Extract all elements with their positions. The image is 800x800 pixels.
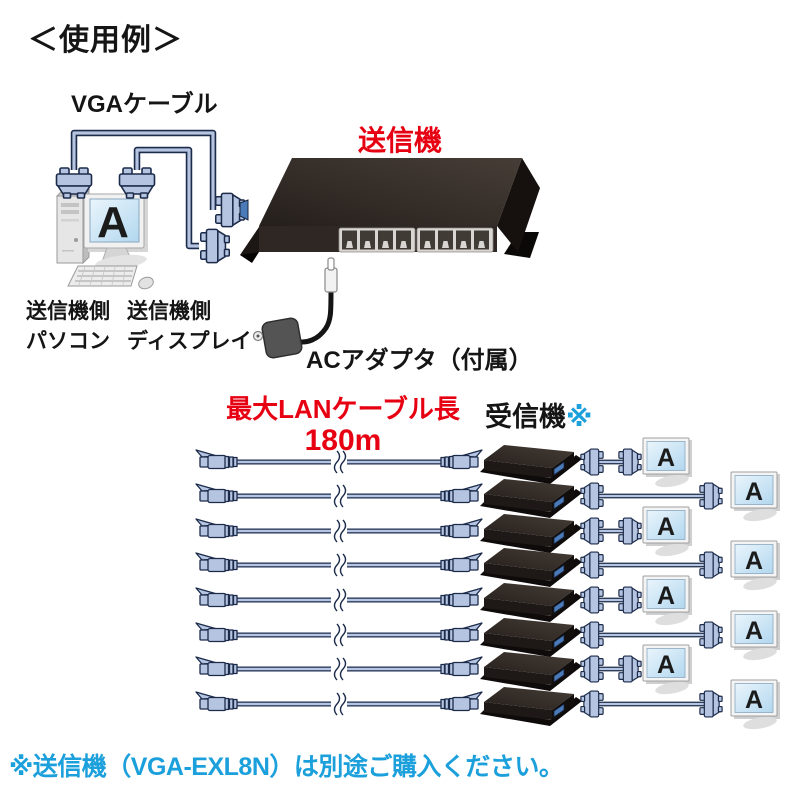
- caption-line: 送信機側: [26, 300, 110, 323]
- lan-cable: [196, 657, 482, 680]
- receiver-stack: [479, 444, 583, 727]
- receiver-device: [479, 478, 583, 519]
- vga-patch-cable: [581, 587, 641, 613]
- caption-line: 送信機側: [127, 300, 211, 323]
- vga-patch-cable: [581, 622, 722, 648]
- receiver-device: [479, 617, 583, 658]
- receiver-device: [479, 686, 583, 727]
- transmitter-display-caption: 送信機側 ディスプレイ: [127, 297, 252, 357]
- transmitter-pc-caption: 送信機側 パソコン: [26, 297, 110, 357]
- lan-cable: [196, 519, 482, 542]
- ac-adapter-label: ACアダプタ（付属）: [306, 347, 533, 374]
- caption-line: パソコン: [26, 330, 110, 353]
- vga-patch-cable: [581, 656, 641, 682]
- transmitter-pc: A: [55, 188, 154, 290]
- lan-length-line1: 最大LANケーブル長: [226, 394, 460, 424]
- lan-cable: [196, 553, 482, 576]
- receiver-device: [479, 651, 583, 692]
- lan-length-label: 最大LANケーブル長 180m: [212, 394, 474, 456]
- pc-screen-letter: A: [97, 198, 129, 247]
- transmitter-device: [239, 158, 540, 263]
- vga-patch-cable: [581, 483, 722, 509]
- receiver-monitors: [642, 437, 781, 732]
- caption-line: ディスプレイ: [127, 330, 252, 353]
- monitor: [642, 506, 693, 559]
- lan-cable: [196, 588, 482, 611]
- monitor: [730, 610, 781, 663]
- monitor: [730, 540, 781, 593]
- vga-cables: [70, 129, 217, 250]
- page-title: ＜使用例＞: [28, 24, 183, 57]
- monitor: [730, 679, 781, 732]
- lan-cable: [196, 692, 482, 715]
- vga-connector-icon: [199, 228, 231, 264]
- monitor: [642, 575, 693, 628]
- monitor: [730, 471, 781, 524]
- receiver-footnote-mark: ※: [566, 402, 593, 432]
- ac-adapter: [252, 257, 338, 359]
- vga-patch-cable: [581, 449, 641, 475]
- footnote: ※送信機（VGA-EXL8N）は別途ご購入ください。: [9, 753, 564, 781]
- rj45-port-bank: [416, 227, 494, 253]
- receiver-device: [479, 582, 583, 623]
- vga-patch-cable: [581, 518, 641, 544]
- vga-patch-cable: [581, 552, 722, 578]
- lan-cables: [196, 450, 482, 715]
- transmitter-label: 送信機: [358, 125, 443, 156]
- lan-cable: [196, 623, 482, 646]
- lan-length-line2: 180m: [304, 424, 382, 457]
- rj45-port-bank: [338, 227, 416, 253]
- vga-connector-icon: [55, 167, 93, 199]
- lan-cable: [196, 484, 482, 507]
- receiver-device: [479, 444, 583, 485]
- receiver-label-text: 受信機: [485, 402, 566, 432]
- receiver-device: [479, 513, 583, 554]
- monitor: [642, 437, 693, 490]
- vga-cable-label: VGAケーブル: [71, 91, 218, 118]
- receiver-device: [479, 547, 583, 588]
- receiver-label: 受信機※: [485, 402, 593, 433]
- vga-patch-cable: [581, 691, 722, 717]
- monitor: [642, 644, 693, 697]
- vga-connector-icon: [118, 167, 156, 199]
